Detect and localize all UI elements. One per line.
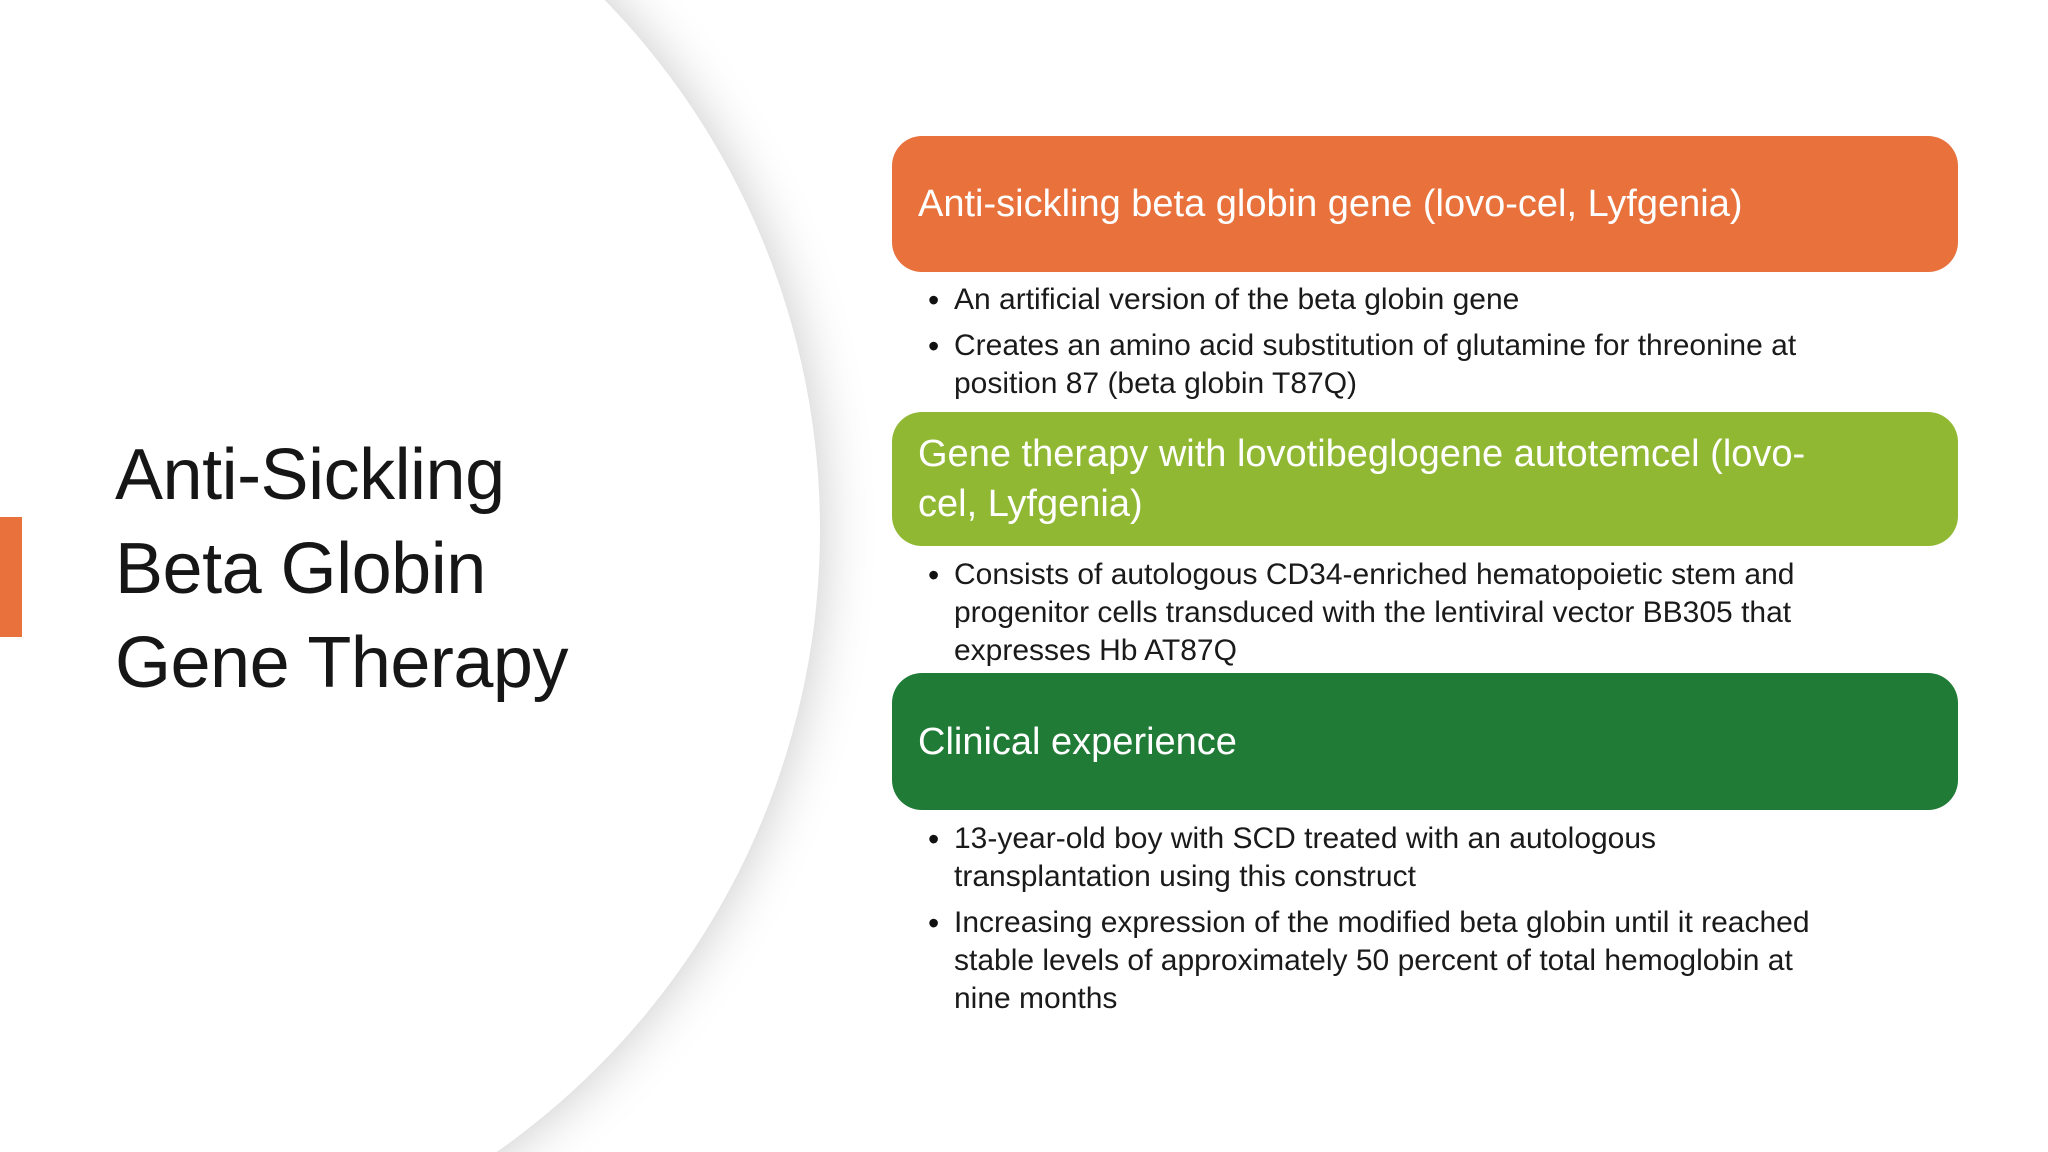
slide-title: Anti-Sickling Beta Globin Gene Therapy (115, 435, 568, 703)
section-header-clinical-experience: Clinical experience (892, 673, 1958, 810)
bullet-list-clinical-experience: 13-year-old boy with SCD treated with an… (892, 820, 1958, 1026)
section-header-gene-therapy: Gene therapy with lovotibeglogene autote… (892, 412, 1958, 546)
bullet-item: 13-year-old boy with SCD treated with an… (892, 820, 1958, 896)
section-header-label: Anti-sickling beta globin gene (lovo-cel… (918, 183, 1743, 225)
accent-bar (0, 517, 22, 637)
bullet-list-anti-sickling-gene: An artificial version of the beta globin… (892, 281, 1958, 411)
bullet-item: An artificial version of the beta globin… (892, 281, 1958, 319)
bullet-item: Consists of autologous CD34-enriched hem… (892, 556, 1958, 670)
section-header-label: Clinical experience (918, 720, 1237, 763)
bullet-item: Increasing expression of the modified be… (892, 904, 1958, 1018)
section-header-anti-sickling-gene: Anti-sickling beta globin gene (lovo-cel… (892, 136, 1958, 272)
bullet-item: Creates an amino acid substitution of gl… (892, 327, 1958, 403)
bullet-list-gene-therapy: Consists of autologous CD34-enriched hem… (892, 556, 1958, 678)
section-header-label: Gene therapy with lovotibeglogene autote… (918, 433, 1806, 525)
background-circle-shape (0, 0, 820, 1152)
